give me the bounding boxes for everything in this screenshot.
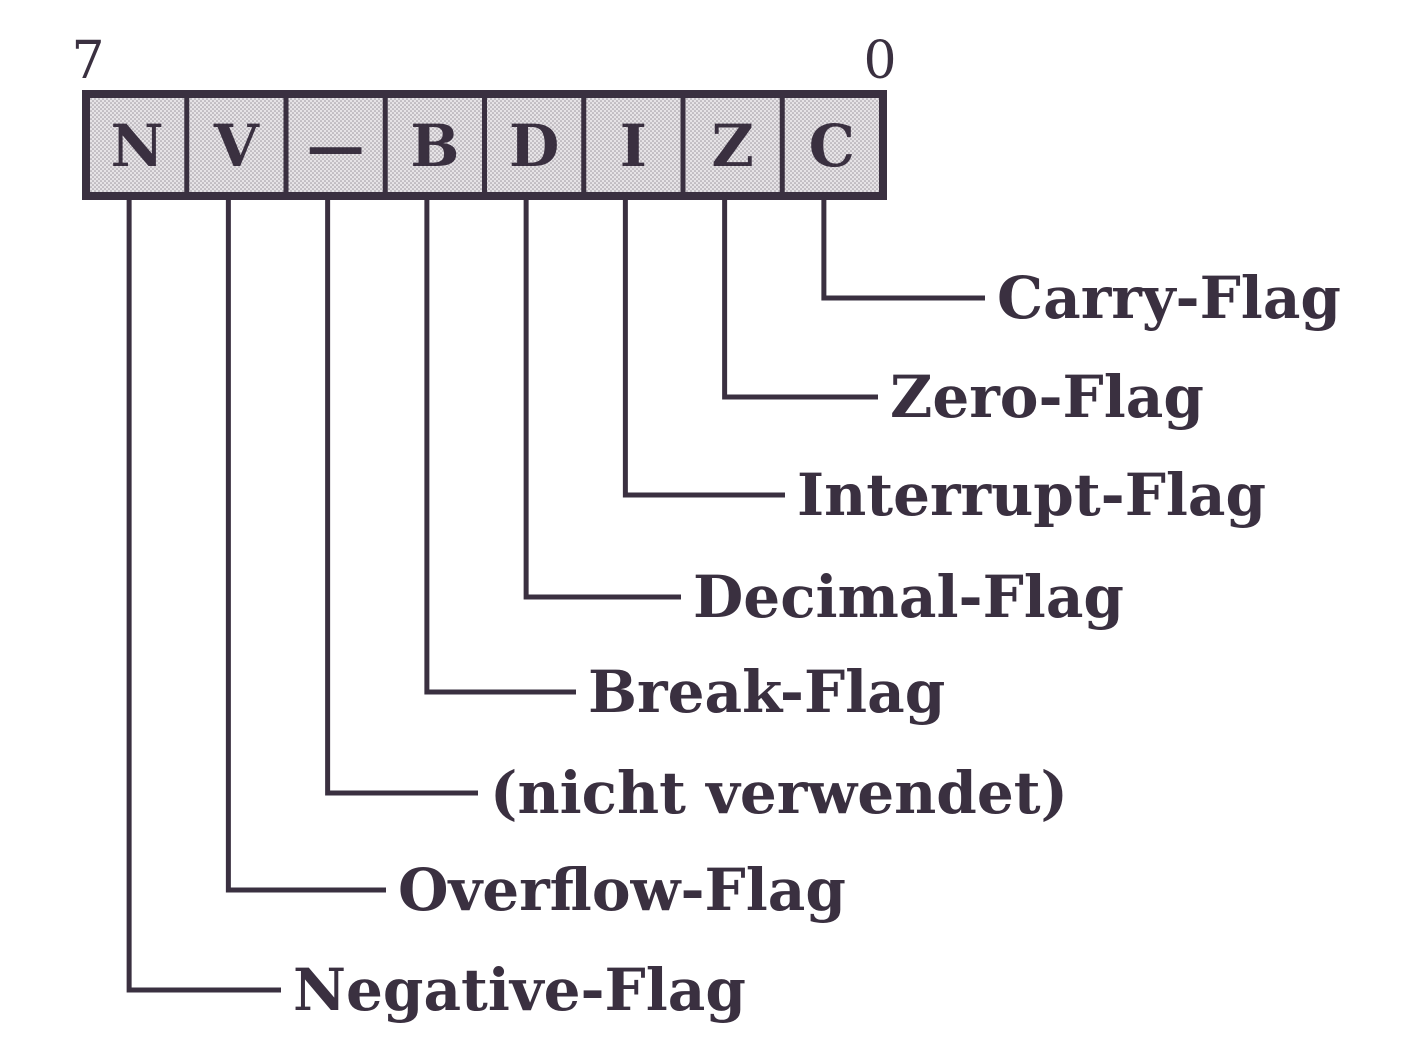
cell-interrupt	[586, 98, 681, 192]
leader-line-negative	[126, 200, 281, 993]
flag-labels: Negative-Flag Overflow-Flag (nicht verwend…	[293, 264, 1341, 1024]
leader-lines	[126, 200, 985, 993]
flag-label-unused: (nicht verwendet)	[490, 759, 1068, 827]
cell-letter-carry: C	[809, 112, 855, 180]
leader-line-decimal	[523, 200, 681, 600]
cell-zero	[685, 98, 780, 192]
cell-letter-decimal: D	[509, 112, 559, 180]
flag-label-decimal: Decimal-Flag	[693, 563, 1124, 631]
cell-letter-break: B	[410, 112, 459, 180]
leader-line-overflow	[225, 200, 386, 893]
flag-label-interrupt: Interrupt-Flag	[797, 461, 1266, 529]
cell-letter-zero: Z	[711, 112, 753, 180]
bit-7-label: 7	[71, 31, 104, 91]
cell-carry	[784, 98, 879, 192]
leader-line-unused	[325, 200, 478, 796]
bit-0-label: 0	[863, 31, 896, 91]
leader-line-interrupt	[622, 200, 785, 498]
cell-decimal	[487, 98, 582, 192]
cell-overflow	[189, 98, 284, 192]
cell-unused	[288, 98, 383, 192]
cell-letter-unused: —	[307, 112, 365, 180]
flag-label-carry: Carry-Flag	[997, 264, 1341, 332]
flag-label-break: Break-Flag	[588, 658, 945, 726]
leader-line-carry	[821, 200, 985, 301]
flag-label-zero: Zero-Flag	[890, 363, 1204, 431]
leader-line-break	[424, 200, 576, 695]
cell-letter-overflow: V	[213, 112, 260, 180]
flag-label-negative: Negative-Flag	[293, 956, 746, 1024]
cell-break	[387, 98, 482, 192]
leader-line-zero	[722, 200, 878, 400]
cell-letter-interrupt: I	[620, 112, 647, 180]
flag-label-overflow: Overflow-Flag	[398, 856, 846, 924]
cell-letter-negative: N	[111, 112, 164, 180]
cell-negative	[90, 98, 185, 192]
